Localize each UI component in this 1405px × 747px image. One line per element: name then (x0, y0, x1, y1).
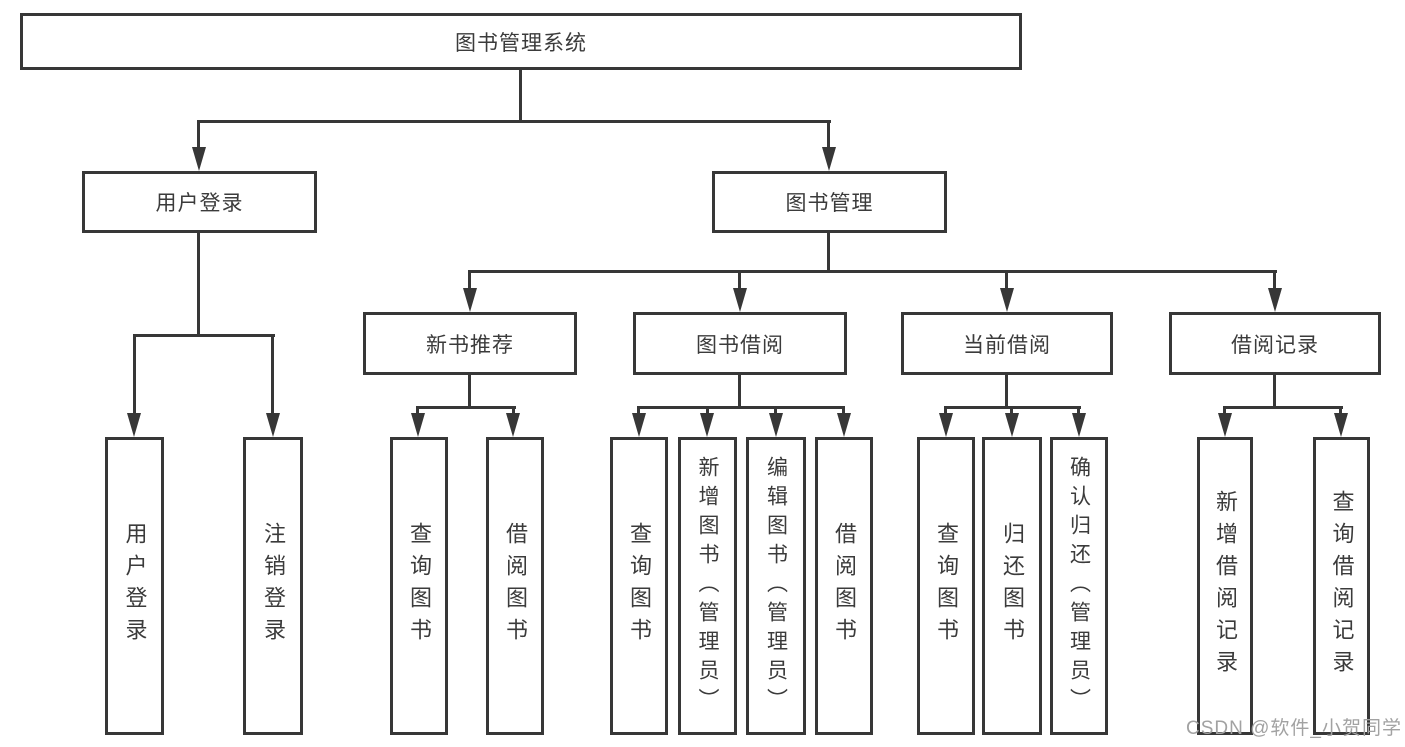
connector-leaf-stem (774, 406, 777, 416)
leaf-query-borrow-record-label: 查询借阅记录 (1329, 490, 1355, 682)
arrow-down-icon (411, 413, 425, 437)
node-user-login: 用户登录 (82, 171, 317, 233)
node-library-system-label: 图书管理系统 (455, 31, 587, 55)
leaf-borrow-books-recommend-label: 借阅图书 (503, 522, 528, 650)
leaf-edit-books-admin-label: 编辑图书（管理员） (764, 455, 788, 717)
leaf-add-borrow-record: 新增借阅记录 (1197, 437, 1253, 735)
connector-to-book-borrow (738, 270, 741, 291)
leaf-borrow-books: 借阅图书 (815, 437, 873, 735)
connector-leaf-stem (1339, 406, 1342, 416)
connector-level3-rail (469, 270, 1277, 273)
arrow-down-icon (1268, 288, 1282, 312)
connector-level2-rail (197, 120, 831, 123)
leaf-confirm-return-admin-label: 确认归还（管理员） (1067, 455, 1091, 717)
connector-leaf-stem (512, 406, 515, 416)
leaf-user-login-label: 用户登录 (122, 522, 148, 650)
arrow-down-icon (733, 288, 747, 312)
connector-leaf-stem (416, 406, 419, 416)
arrow-down-icon (837, 413, 851, 437)
leaf-add-books-admin-label: 新增图书（管理员） (696, 455, 719, 717)
leaf-edit-books-admin: 编辑图书（管理员） (746, 437, 806, 735)
leaf-query-books-borrow-label: 查询图书 (627, 522, 652, 650)
arrow-down-icon (1334, 413, 1348, 437)
connector-user-login-stem (197, 233, 200, 336)
node-book-management: 图书管理 (712, 171, 947, 233)
connector-new-book-stem (468, 375, 471, 409)
leaf-logout: 注销登录 (243, 437, 303, 735)
node-current-borrow-label: 当前借阅 (963, 333, 1051, 357)
connector-leaf-stem (1010, 406, 1013, 416)
node-borrow-records-label: 借阅记录 (1231, 333, 1319, 357)
connector-book-management-stem (827, 233, 830, 272)
node-book-borrow-label: 图书借阅 (696, 333, 784, 357)
connector-to-leaf-user-login (133, 334, 136, 416)
arrow-down-icon (266, 413, 280, 437)
connector-leaf-stem (1077, 406, 1080, 416)
connector-root-stem (519, 70, 522, 123)
node-borrow-records: 借阅记录 (1169, 312, 1381, 375)
arrow-down-icon (700, 413, 714, 437)
leaf-logout-label: 注销登录 (261, 522, 286, 650)
arrow-down-icon (1000, 288, 1014, 312)
leaf-add-books-admin: 新增图书（管理员） (678, 437, 737, 735)
leaf-query-books-current: 查询图书 (917, 437, 975, 735)
connector-user-login-rail (133, 334, 275, 337)
connector-book-borrow-stem (738, 375, 741, 409)
connector-to-user-login (197, 120, 200, 150)
arrow-down-icon (1005, 413, 1019, 437)
leaf-confirm-return-admin: 确认归还（管理员） (1050, 437, 1108, 735)
arrow-down-icon (127, 413, 141, 437)
connector-leaf-stem (944, 406, 947, 416)
connector-leaf-stem (637, 406, 640, 416)
leaf-query-borrow-record: 查询借阅记录 (1313, 437, 1370, 735)
arrow-down-icon (1218, 413, 1232, 437)
node-library-system: 图书管理系统 (20, 13, 1022, 70)
node-new-book-recommend-label: 新书推荐 (426, 333, 514, 357)
arrow-down-icon (506, 413, 520, 437)
leaf-add-borrow-record-label: 新增借阅记录 (1213, 490, 1238, 682)
leaf-query-books-recommend-label: 查询图书 (407, 522, 432, 650)
arrow-down-icon (463, 288, 477, 312)
leaf-borrow-books-label: 借阅图书 (832, 522, 857, 650)
connector-to-new-book (468, 270, 471, 291)
arrow-down-icon (939, 413, 953, 437)
leaf-user-login: 用户登录 (105, 437, 164, 735)
leaf-return-books-label: 归还图书 (1000, 522, 1025, 650)
connector-to-current-borrow (1005, 270, 1008, 291)
connector-borrow-records-rail (1223, 406, 1343, 409)
node-user-login-label: 用户登录 (155, 192, 244, 215)
arrow-down-icon (192, 147, 206, 171)
connector-to-book-management (827, 120, 830, 150)
leaf-borrow-books-recommend: 借阅图书 (486, 437, 544, 735)
connector-new-book-rail (416, 406, 516, 409)
node-book-borrow: 图书借阅 (633, 312, 847, 375)
arrow-down-icon (632, 413, 646, 437)
node-current-borrow: 当前借阅 (901, 312, 1113, 375)
connector-leaf-stem (842, 406, 845, 416)
connector-borrow-records-stem (1273, 375, 1276, 409)
arrow-down-icon (1072, 413, 1086, 437)
node-book-management-label: 图书管理 (785, 192, 874, 215)
connector-to-leaf-logout (271, 334, 274, 416)
connector-leaf-stem (1223, 406, 1226, 416)
connector-book-borrow-rail (637, 406, 845, 409)
arrow-down-icon (822, 147, 836, 171)
leaf-query-books-borrow: 查询图书 (610, 437, 668, 735)
connector-current-borrow-stem (1005, 375, 1008, 409)
csdn-watermark: CSDN @软件_小贺同学 (1186, 718, 1402, 739)
node-new-book-recommend: 新书推荐 (363, 312, 577, 375)
connector-leaf-stem (706, 406, 709, 416)
leaf-return-books: 归还图书 (982, 437, 1042, 735)
leaf-query-books-current-label: 查询图书 (934, 522, 959, 650)
leaf-query-books-recommend: 查询图书 (390, 437, 448, 735)
connector-to-borrow-records (1273, 270, 1276, 291)
arrow-down-icon (769, 413, 783, 437)
